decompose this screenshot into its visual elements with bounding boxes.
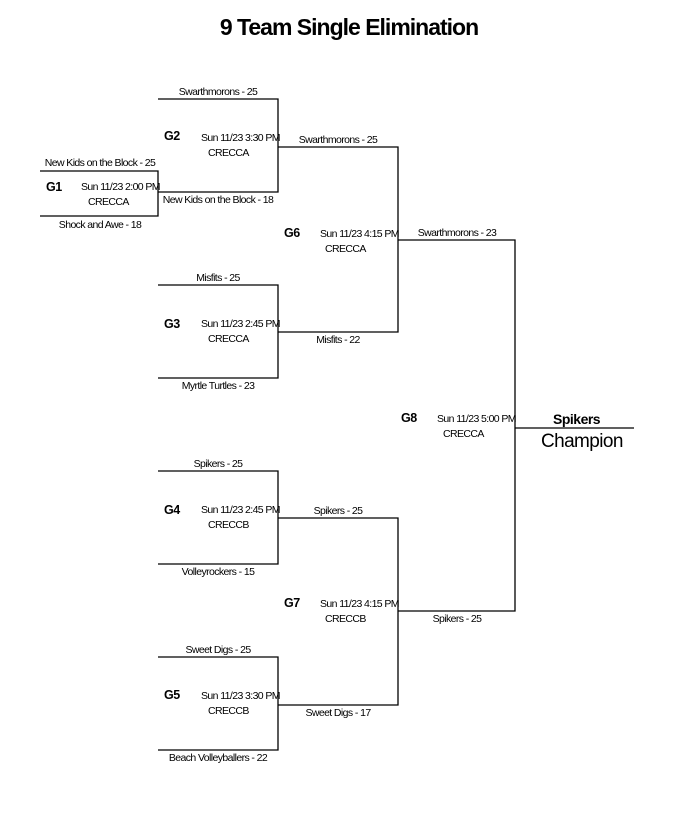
g1-court: CRECCA — [88, 196, 129, 208]
g3-top-team: Misfits - 25 — [196, 272, 240, 284]
g4-time: Sun 11/23 2:45 PM — [201, 504, 281, 516]
g3-id: G3 — [164, 317, 180, 331]
g7-bottom-team: Sweet Digs - 17 — [305, 707, 371, 719]
g2-time: Sun 11/23 3:30 PM — [201, 132, 281, 144]
g8-bracket — [398, 239, 516, 612]
g3-court: CRECCA — [208, 333, 249, 345]
g6-id: G6 — [284, 226, 300, 240]
g4-top-team: Spikers - 25 — [193, 458, 243, 470]
g1-bracket — [40, 170, 159, 217]
g3-bottom-team: Myrtle Turtles - 23 — [181, 380, 255, 392]
g3-bracket — [158, 284, 279, 379]
g5-id: G5 — [164, 688, 180, 702]
g8-id: G8 — [401, 411, 417, 425]
g6-top-team: Swarthmorons - 25 — [298, 134, 378, 146]
g8-court: CRECCA — [443, 428, 484, 440]
g5-bottom-team: Beach Volleyballers - 22 — [168, 752, 268, 764]
g6-bottom-team: Misfits - 22 — [316, 334, 360, 346]
g1-bottom-team: Shock and Awe - 18 — [58, 219, 142, 231]
champion-label: Champion — [541, 431, 623, 452]
g4-bracket — [158, 470, 279, 565]
g7-bracket — [278, 517, 399, 706]
g5-court: CRECCB — [208, 705, 249, 717]
g4-id: G4 — [164, 503, 180, 517]
g2-court: CRECCA — [208, 147, 249, 159]
champion-name: Spikers — [553, 411, 601, 427]
g8-time: Sun 11/23 5:00 PM — [437, 413, 517, 425]
g6-time: Sun 11/23 4:15 PM — [320, 228, 400, 240]
g4-court: CRECCB — [208, 519, 249, 531]
g1-time: Sun 11/23 2:00 PM — [81, 181, 161, 193]
g2-bracket — [158, 98, 279, 193]
g3-time: Sun 11/23 2:45 PM — [201, 318, 281, 330]
g5-bracket — [158, 656, 279, 751]
page-title: 9 Team Single Elimination — [219, 14, 479, 40]
g1-top-team: New Kids on the Block - 25 — [44, 157, 156, 169]
g5-time: Sun 11/23 3:30 PM — [201, 690, 281, 702]
g7-time: Sun 11/23 4:15 PM — [320, 598, 400, 610]
g2-top-team: Swarthmorons - 25 — [178, 86, 258, 98]
g7-id: G7 — [284, 596, 300, 610]
g8-bottom-team: Spikers - 25 — [432, 613, 482, 625]
g2-id: G2 — [164, 129, 180, 143]
g7-court: CRECCB — [325, 613, 366, 625]
g1-id: G1 — [46, 180, 62, 194]
g5-top-team: Sweet Digs - 25 — [185, 644, 251, 656]
g8-top-team: Swarthmorons - 23 — [417, 227, 497, 239]
g2-bottom-team: New Kids on the Block - 18 — [162, 194, 274, 206]
g4-bottom-team: Volleyrockers - 15 — [181, 566, 255, 578]
g6-court: CRECCA — [325, 243, 366, 255]
g7-top-team: Spikers - 25 — [313, 505, 363, 517]
